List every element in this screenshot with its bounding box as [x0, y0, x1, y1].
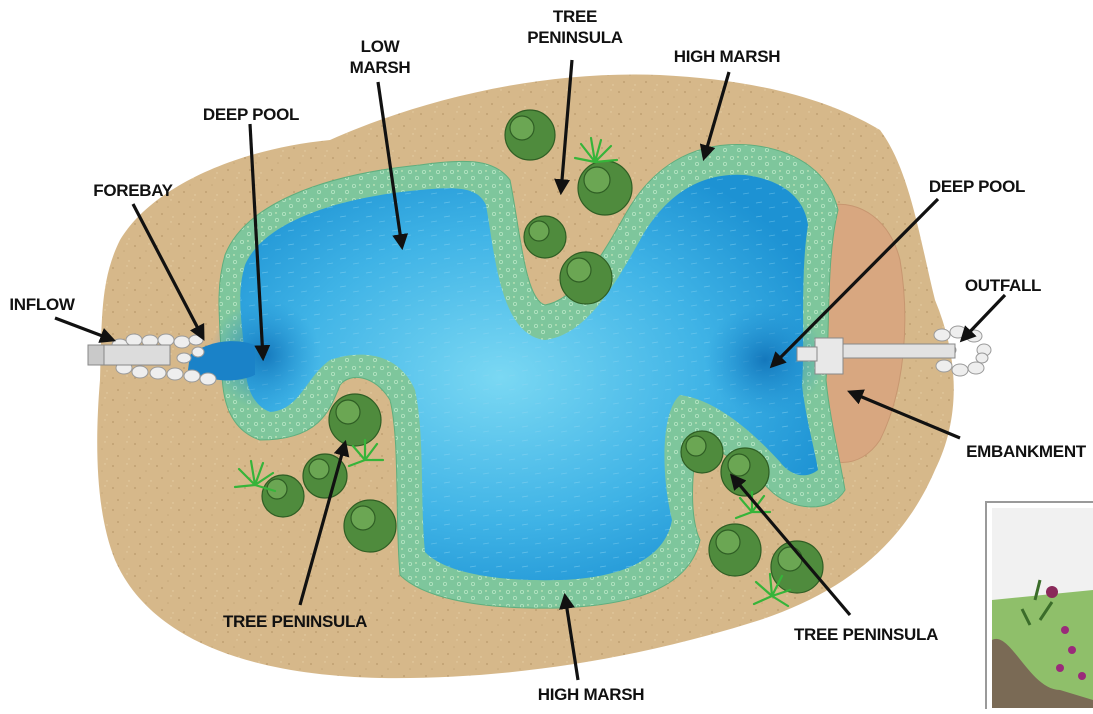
- label-outfall: OUTFALL: [958, 275, 1048, 296]
- label-forebay: FOREBAY: [83, 180, 183, 201]
- label-tree-peninsula-top: TREE PENINSULA: [520, 6, 630, 48]
- tree-icon: [771, 541, 823, 593]
- tree-icon: [721, 448, 769, 496]
- tree-icon: [681, 431, 723, 473]
- label-line: MARSH: [340, 57, 420, 78]
- tree-icon: [709, 524, 761, 576]
- label-embankment: EMBANKMENT: [962, 441, 1090, 462]
- arrow-icon: [962, 295, 1005, 340]
- label-deep-pool-right: DEEP POOL: [922, 176, 1032, 197]
- label-inflow: INFLOW: [4, 294, 80, 315]
- label-line: PENINSULA: [520, 27, 630, 48]
- garden-photo-inset: [986, 502, 1093, 709]
- tree-icon: [262, 475, 304, 517]
- label-deep-pool-left: DEEP POOL: [196, 104, 306, 125]
- label-tree-peninsula-right: TREE PENINSULA: [786, 624, 946, 645]
- label-high-marsh-bottom: HIGH MARSH: [526, 684, 656, 705]
- tree-icon: [524, 216, 566, 258]
- inflow-pipe: [88, 345, 170, 365]
- tree-icon: [560, 252, 612, 304]
- label-high-marsh-top: HIGH MARSH: [662, 46, 792, 67]
- tree-icon: [578, 161, 632, 215]
- tree-icon: [344, 500, 396, 552]
- label-low-marsh: LOW MARSH: [340, 36, 420, 78]
- label-line: LOW: [340, 36, 420, 57]
- label-tree-peninsula-left: TREE PENINSULA: [215, 611, 375, 632]
- label-line: TREE: [520, 6, 630, 27]
- tree-icon: [505, 110, 555, 160]
- tree-icon: [329, 394, 381, 446]
